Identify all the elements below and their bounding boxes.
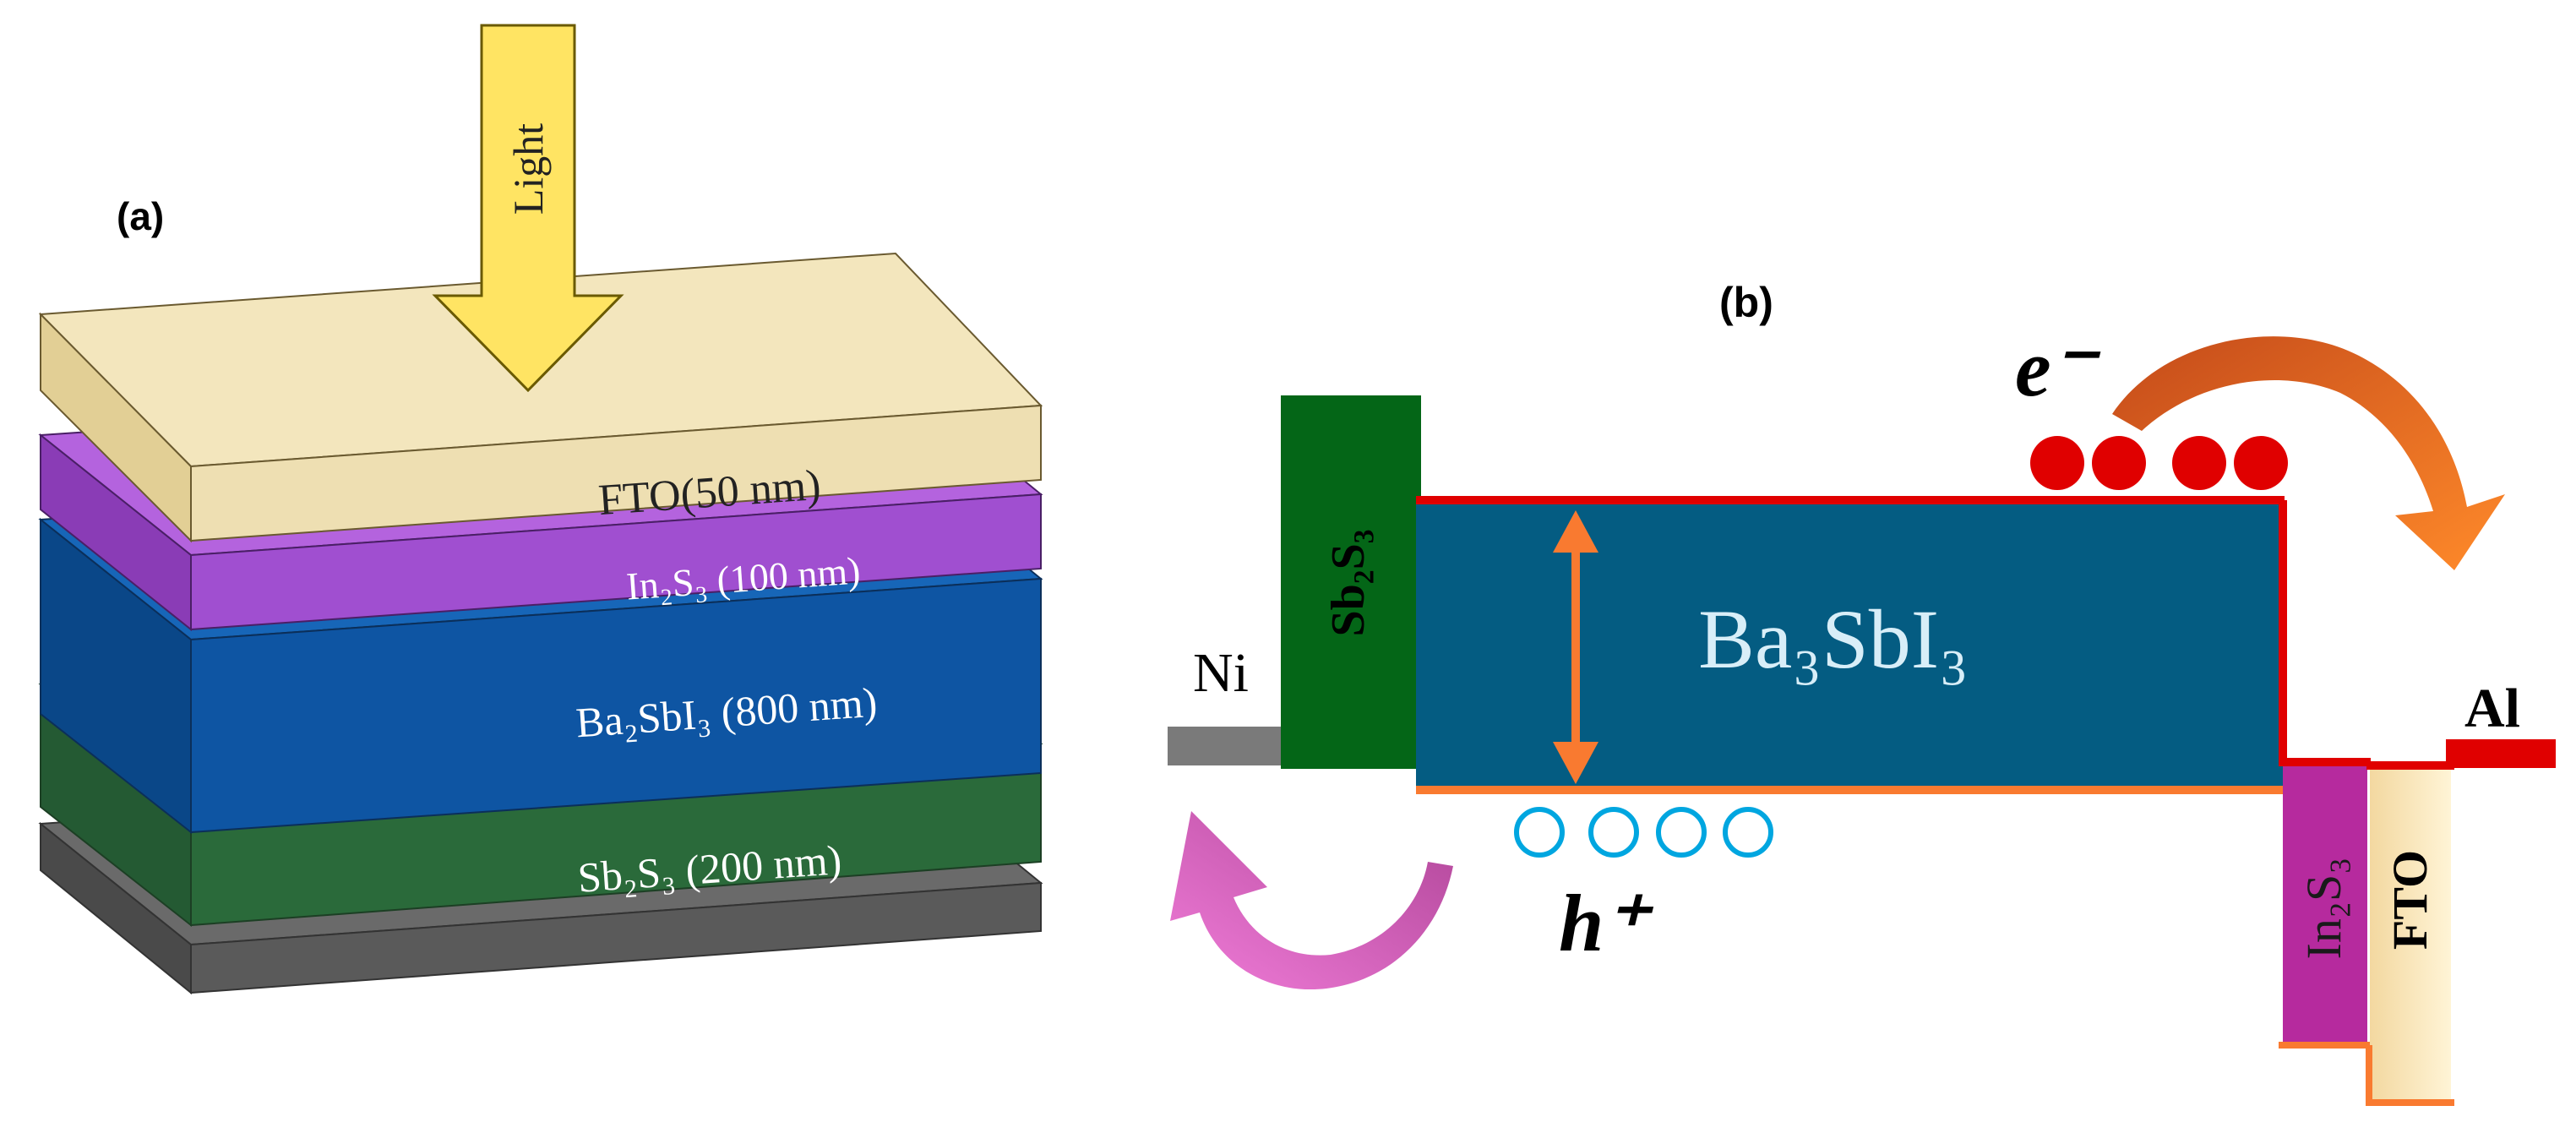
hole-circle [1588, 807, 1639, 858]
hole-circle [1514, 807, 1565, 858]
layer-ni-label: Ni [687, 953, 732, 1003]
sb2s3-htl-block [1281, 395, 1421, 769]
al-contact-bar [2446, 739, 2556, 768]
electrons [2030, 436, 2288, 490]
electron-dot [2172, 436, 2226, 490]
absorber-label: Ba₃SbI₃ [1698, 592, 1969, 686]
panel-b-label: (b) [1719, 279, 1773, 326]
bandgap-arrow [1553, 510, 1598, 784]
electron-dot [2030, 436, 2084, 490]
panel-b: (b) Ni Sb₂S₃ Ba₃SbI₃ e⁻ [1168, 279, 2556, 1106]
in2s3-etl-block [2283, 765, 2367, 1045]
holes [1514, 807, 1773, 858]
panel-a: (a) Ni Sb₂S₃ (200 nm) Ba₂SbI₃ (800 nm) [38, 24, 1043, 1004]
electron-label: e⁻ [2015, 323, 2101, 413]
ni-contact-label: Ni [1193, 642, 1249, 704]
hole-transfer-arrow [1170, 811, 1453, 990]
panel-a-label: (a) [117, 194, 164, 238]
in2s3-etl-label: In₂S₃ [2296, 857, 2351, 959]
al-contact-label: Al [2464, 678, 2520, 739]
hole-circle [1723, 807, 1773, 858]
ni-contact-bar [1168, 727, 1281, 765]
light-arrow: Light [432, 24, 624, 393]
electron-dot [2234, 436, 2288, 490]
fto-block [2370, 769, 2451, 1103]
fto-label: FTO [2383, 850, 2437, 950]
hole-circle [1656, 807, 1707, 858]
light-label: Light [504, 123, 552, 215]
electron-transfer-arrow [2112, 336, 2505, 570]
hole-label: h⁺ [1559, 878, 1653, 968]
electron-dot [2092, 436, 2146, 490]
sb2s3-htl-label: Sb₂S₃ [1322, 529, 1375, 636]
